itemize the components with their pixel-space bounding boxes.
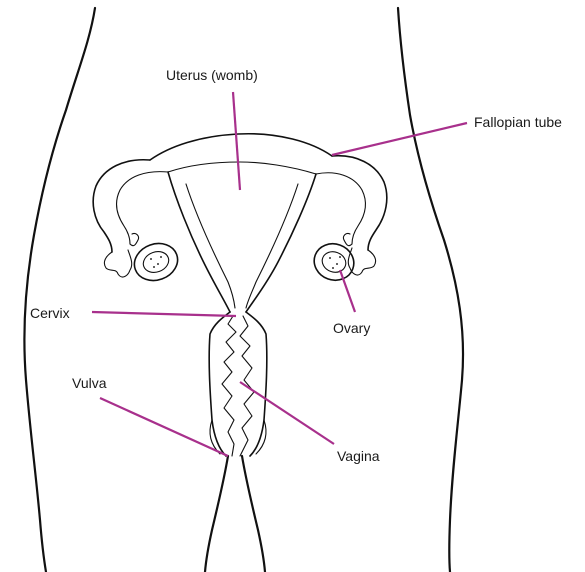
ovary-right-dot (339, 256, 341, 258)
leader-cervix (92, 312, 236, 316)
ovary-left-dot (157, 263, 159, 265)
uterus-right-wall (246, 174, 316, 312)
uterus-fundus (150, 134, 332, 160)
body-left-edge (24, 8, 95, 572)
tube-right-inner (316, 173, 365, 244)
label-vagina: Vagina (337, 448, 380, 464)
ovary-right-dot (336, 263, 338, 265)
body-right-edge (398, 8, 463, 572)
leg-inner-left (205, 456, 228, 572)
uterus-inner-left (186, 184, 235, 308)
ovary-left-dot (160, 256, 162, 258)
tube-left-inner (117, 172, 168, 244)
uterus (150, 134, 332, 312)
vagina-left-wall (209, 312, 230, 456)
vaginal-canal-left (222, 316, 236, 456)
ovary-left (129, 238, 183, 287)
label-fallopian-tube: Fallopian tube (474, 114, 562, 130)
body-outline (24, 8, 463, 572)
label-vulva: Vulva (72, 375, 107, 391)
leader-vagina (240, 382, 334, 444)
uterus-left-wall (168, 172, 230, 312)
label-cervix: Cervix (30, 305, 70, 321)
fallopian-tube-right (316, 156, 387, 275)
ovary-right-inner (319, 248, 348, 275)
ovary-left-dot (150, 258, 152, 260)
ovary-left-outer (129, 238, 183, 287)
ovary-right-dot (332, 267, 334, 269)
fallopian-tube-left (93, 160, 168, 277)
leader-vulva (100, 398, 228, 456)
leg-inner-right (242, 456, 265, 572)
leader-lines (92, 92, 467, 456)
ovary-left-dot (153, 266, 155, 268)
ovary-right-outer (309, 238, 359, 286)
tube-right-outer (332, 156, 387, 250)
labels: Uterus (womb) Fallopian tube Cervix Ovar… (30, 67, 562, 464)
label-uterus: Uterus (womb) (166, 67, 258, 83)
label-ovary: Ovary (333, 320, 370, 336)
vagina (209, 312, 267, 456)
vagina-right-wall (246, 312, 267, 456)
leader-uterus (233, 92, 240, 190)
leader-fallopian-tube (332, 123, 467, 155)
uterus-inner-top (168, 162, 316, 174)
ovary-left-inner (140, 248, 171, 276)
ovary-right (309, 238, 359, 286)
ovary-right-dot (329, 257, 331, 259)
uterus-inner-right (246, 184, 298, 308)
